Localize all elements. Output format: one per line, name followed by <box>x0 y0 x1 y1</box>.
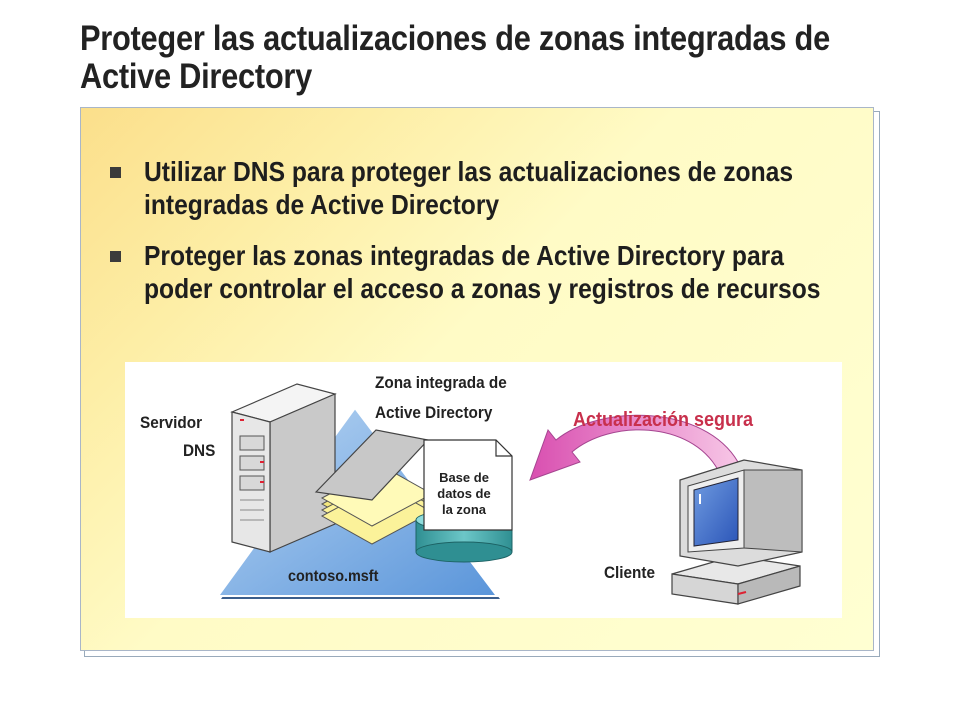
title-line-1: Proteger las actualizaciones de zonas in… <box>80 19 830 58</box>
title-line-2: Active Directory <box>80 57 313 96</box>
bullet-list: Utilizar DNS para proteger las actualiza… <box>110 155 870 323</box>
bullet-item: Utilizar DNS para proteger las actualiza… <box>110 155 870 221</box>
database-document-icon <box>423 439 513 531</box>
bullet-text: Proteger las zonas integradas de Active … <box>144 240 821 304</box>
client-computer-icon <box>671 459 803 605</box>
database-label: Base de datos de la zona <box>423 470 505 518</box>
server-label-line-1: Servidor <box>140 413 203 432</box>
dns-server-icon <box>230 383 337 553</box>
database-label-line-3: la zona <box>441 502 487 517</box>
bullet-square-icon <box>110 251 121 262</box>
domain-label: contoso.msft <box>288 568 379 585</box>
database-label-line-2: datos de <box>437 486 491 501</box>
secure-update-label: Actualización segura <box>573 409 754 431</box>
client-label: Cliente <box>604 563 656 582</box>
server-label-line-2: DNS <box>183 441 216 460</box>
bullet-square-icon <box>110 167 121 178</box>
zone-label-line-2: Active Directory <box>375 403 493 422</box>
slide-title: Proteger las actualizaciones de zonas in… <box>80 19 830 96</box>
database-label-line-1: Base de <box>439 470 489 485</box>
zone-label-line-1: Zona integrada de <box>375 373 507 392</box>
bullet-item: Proteger las zonas integradas de Active … <box>110 239 870 305</box>
secure-update-arrow-icon <box>529 414 739 481</box>
bullet-text: Utilizar DNS para proteger las actualiza… <box>144 156 794 220</box>
